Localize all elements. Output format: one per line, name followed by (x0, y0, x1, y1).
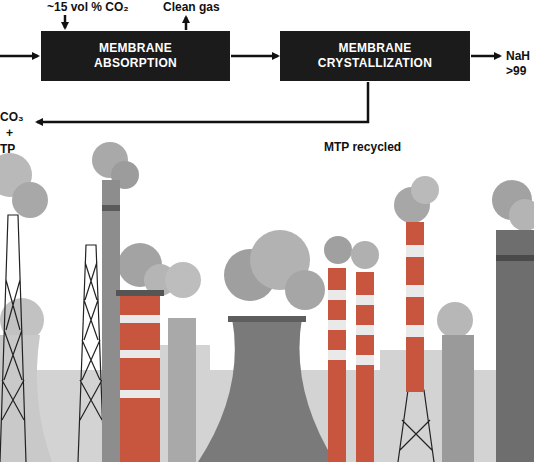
flow-label: Clean gas (163, 0, 220, 14)
chimney-stripe (328, 350, 346, 360)
flow-label: MTP recycled (324, 140, 401, 154)
smoke-cloud (351, 241, 379, 269)
cooling-tower (198, 318, 335, 462)
chimneys (102, 180, 534, 462)
feed-arrow (0, 55, 38, 58)
lattice-tower (0, 215, 26, 462)
lattice-towers (0, 215, 434, 462)
chimney-stripe (328, 290, 346, 300)
chimney-band (102, 205, 120, 211)
chimney (442, 335, 474, 462)
smoke-clouds (0, 142, 534, 342)
cooling-tower (0, 335, 52, 462)
smoke-cloud (12, 182, 48, 218)
cooling-towers (0, 316, 335, 462)
box-label: MEMBRANE CRYSTALLIZATION (316, 41, 434, 71)
flow-label: + (6, 126, 13, 140)
process-box: MEMBRANE ABSORPTION (41, 31, 230, 81)
chimney-stripe (120, 350, 160, 358)
striped-chimney (120, 292, 160, 462)
box-content: MEMBRANE ABSORPTION (77, 41, 195, 71)
chimney (168, 318, 196, 462)
tower-rim (228, 316, 306, 322)
chimney-stripe (406, 285, 424, 297)
product-arrow (471, 55, 500, 58)
chimney-cap (116, 290, 164, 296)
lattice-tower (398, 390, 434, 462)
flow-label: CO₃ (0, 110, 24, 124)
flow-label: >99 (506, 64, 526, 78)
smoke-cloud (509, 199, 534, 231)
striped-chimney (356, 272, 374, 462)
chimney-stripe (120, 390, 160, 398)
striped-chimney (328, 268, 346, 462)
recycle-arrow (37, 82, 368, 122)
smoke-cloud (437, 302, 473, 338)
chimney-stripe (406, 245, 424, 257)
chimney-stripe (356, 355, 374, 365)
smoke-cloud (285, 270, 325, 310)
smoke-cloud (411, 176, 439, 204)
chimney-stripe (328, 320, 346, 330)
lattice-tower (78, 245, 104, 462)
chimney-band (496, 255, 534, 261)
chimney-stripe (120, 315, 160, 323)
chimney-stripe (356, 295, 374, 305)
gas-inlet-arrow (64, 15, 67, 28)
striped-chimney (406, 222, 424, 392)
flow-label: ~15 vol % CO₂ (47, 0, 129, 14)
chimney-stripe (406, 325, 424, 337)
flow-label: TP (0, 142, 15, 156)
box-content: MEMBRANE CRYSTALLIZATION (316, 41, 434, 71)
clean-gas-arrow (185, 17, 188, 30)
flow-connector (231, 55, 278, 58)
smoke-cloud (165, 262, 201, 298)
smoke-cloud (324, 236, 352, 264)
chimney-stripe (356, 325, 374, 335)
box-label: MEMBRANE ABSORPTION (77, 41, 195, 71)
process-box: MEMBRANE CRYSTALLIZATION (280, 31, 470, 81)
chimney (496, 230, 534, 462)
chimney (102, 180, 120, 462)
flow-label: NaH (506, 49, 530, 63)
